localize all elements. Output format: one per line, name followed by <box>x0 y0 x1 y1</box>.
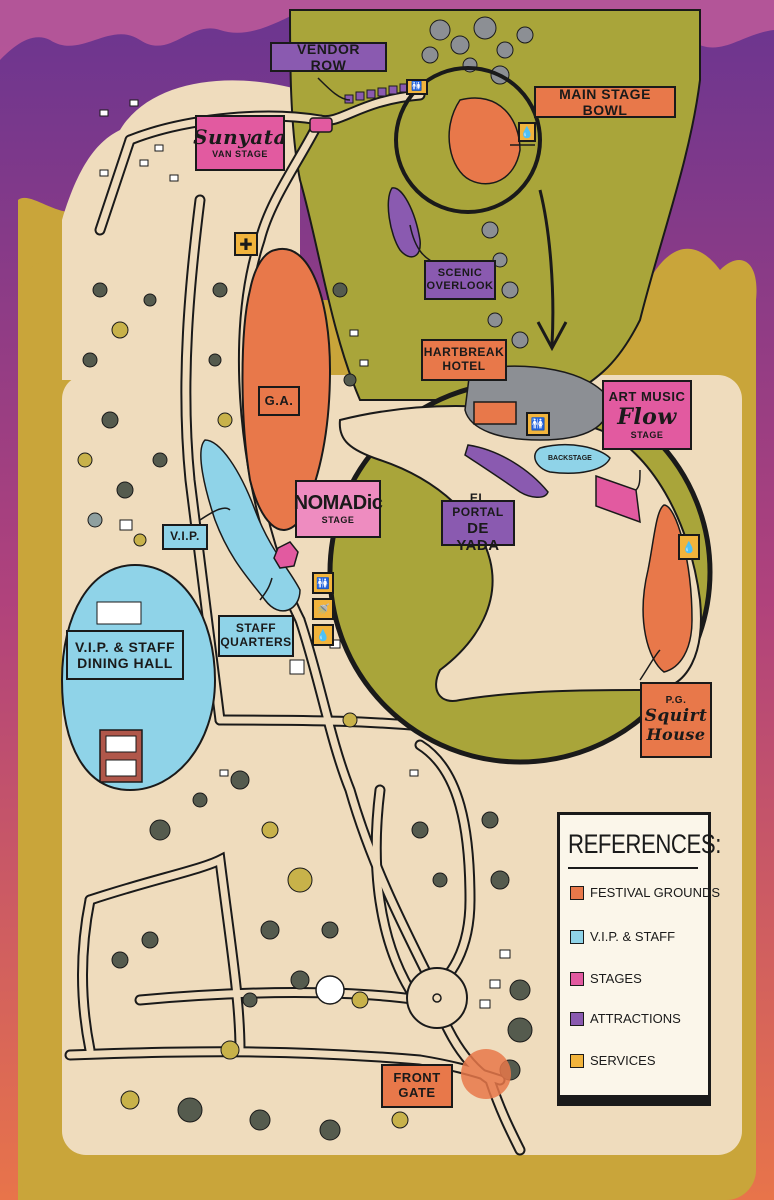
sunyata-van-stage-label: Sunyata VAN STAGE <box>193 115 287 171</box>
main-stage-loop <box>394 66 542 214</box>
art-music-flow: Flow <box>617 403 677 430</box>
el-portal-path <box>464 444 549 498</box>
main-stage-bowl-label: MAIN STAGE BOWL <box>534 86 676 118</box>
el-portal-line-2: DE YADA <box>456 519 500 554</box>
references-rule <box>568 867 698 869</box>
dining-hall-building <box>96 601 142 625</box>
legend-swatch <box>570 1011 584 1026</box>
legend-label: V.I.P. & STAFF <box>590 929 676 944</box>
water-drop-icon: 💧 <box>678 534 700 560</box>
hartbreak-hotel-building <box>473 401 517 425</box>
hartbreak-hotel-label: HARTBREAK HOTEL <box>421 339 507 381</box>
vendor-row-label: VENDOR ROW <box>270 41 387 73</box>
staff-quarters-label: STAFF QUARTERS <box>218 615 294 657</box>
front-gate-marker <box>461 1049 511 1099</box>
vip-label: V.I.P. <box>162 524 208 550</box>
ga-label: G.A. <box>258 386 300 416</box>
scenic-overlook-label: SCENIC OVERLOOK <box>424 260 496 300</box>
trees <box>77 282 533 1141</box>
art-music-line-1: ART MUSIC <box>608 388 686 404</box>
staff-quarters-line-2: QUARTERS <box>220 635 292 649</box>
legend-item-stages: STAGES <box>570 971 642 986</box>
hartbreak-line-2: HOTEL <box>442 359 486 373</box>
dome-tent <box>315 975 345 1005</box>
roundabout <box>406 967 468 1029</box>
shower-icon: 🚿 <box>312 598 334 620</box>
legend-swatch <box>570 1053 584 1068</box>
front-gate-line-2: GATE <box>398 1085 436 1100</box>
sunyata-sub: VAN STAGE <box>212 149 268 160</box>
medical-cross-icon: ✚ <box>234 232 258 256</box>
restroom-icon: 🚻 <box>312 572 334 594</box>
legend-label: STAGES <box>590 971 642 986</box>
water-drop-icon: 💧 <box>312 624 334 646</box>
scenic-overlook-line-2: OVERLOOK <box>426 280 494 292</box>
legend-swatch <box>570 885 584 900</box>
scenic-overlook-line-1: SCENIC <box>437 267 483 280</box>
restroom-icon: 🚻 <box>406 79 428 95</box>
zoom-arrow <box>538 189 555 346</box>
rock-cluster-top <box>421 16 534 349</box>
roundabout-center <box>432 993 442 1003</box>
van-marker <box>309 117 333 133</box>
nomadic-sub: STAGE <box>321 515 355 526</box>
legend-swatch <box>570 929 584 944</box>
vendor-row-stalls <box>344 83 409 104</box>
dining-line-1: V.I.P. & STAFF <box>74 638 176 655</box>
sunyata-name: Sunyata <box>193 125 287 150</box>
zoom-arrow-head <box>536 321 568 352</box>
legend-label: SERVICES <box>590 1053 656 1068</box>
legend-item-vip-staff: V.I.P. & STAFF <box>570 929 675 944</box>
vip-staff-dining-hall-label: V.I.P. & STAFF DINING HALL <box>66 630 184 680</box>
main-stage-bowl-area <box>448 97 521 185</box>
backstage-label: BACKSTAGE <box>548 455 592 462</box>
legend-swatch <box>570 971 584 986</box>
nomadic-stage-marker <box>273 541 299 569</box>
legend-item-services: SERVICES <box>570 1053 656 1068</box>
hartbreak-line-1: HARTBREAK <box>423 345 505 360</box>
legend-item-attractions: ATTRACTIONS <box>570 1011 681 1026</box>
squirt-line-2: Squirt <box>644 705 708 726</box>
references-title: REFERENCES: <box>568 829 721 859</box>
squirt-line-1: P.G. <box>665 695 687 707</box>
nomadic-name: NOMADic <box>293 492 383 515</box>
squirt-line-3: House <box>646 725 706 745</box>
nomadic-stage-label: NOMADic STAGE <box>293 480 383 538</box>
dining-line-2: DINING HALL <box>77 655 173 671</box>
scenic-overlook-area <box>387 187 421 258</box>
el-portal-line-1: EL PORTAL <box>452 490 504 519</box>
art-music-stage: STAGE <box>630 429 664 440</box>
dining-hall-annex-room-2 <box>105 759 137 777</box>
legend-label: ATTRACTIONS <box>590 1011 681 1026</box>
vip-strip <box>200 439 301 612</box>
restroom-icon: 🚻 <box>526 412 550 436</box>
front-gate-label: FRONT GATE <box>381 1064 453 1108</box>
staff-quarters-line-1: STAFF <box>235 621 277 636</box>
legend-item-festival-grounds: FESTIVAL GROUNDS <box>570 885 720 900</box>
legend-label: FESTIVAL GROUNDS <box>590 885 721 900</box>
front-gate-line-1: FRONT <box>393 1070 441 1086</box>
water-drop-icon: 💧 <box>518 122 536 142</box>
art-music-flow-stage <box>595 474 641 524</box>
dining-hall-annex-room-1 <box>105 735 137 753</box>
pg-squirt-house-label: P.G. Squirt House <box>640 682 712 758</box>
el-portal-de-yada-label: EL PORTAL DE YADA <box>441 491 515 554</box>
backstage-area <box>534 444 611 474</box>
leader-lines <box>199 77 661 681</box>
art-music-flow-stage-label: ART MUSIC Flow STAGE <box>602 380 692 450</box>
references-legend: REFERENCES: FESTIVAL GROUNDS V.I.P. & ST… <box>557 812 721 1098</box>
